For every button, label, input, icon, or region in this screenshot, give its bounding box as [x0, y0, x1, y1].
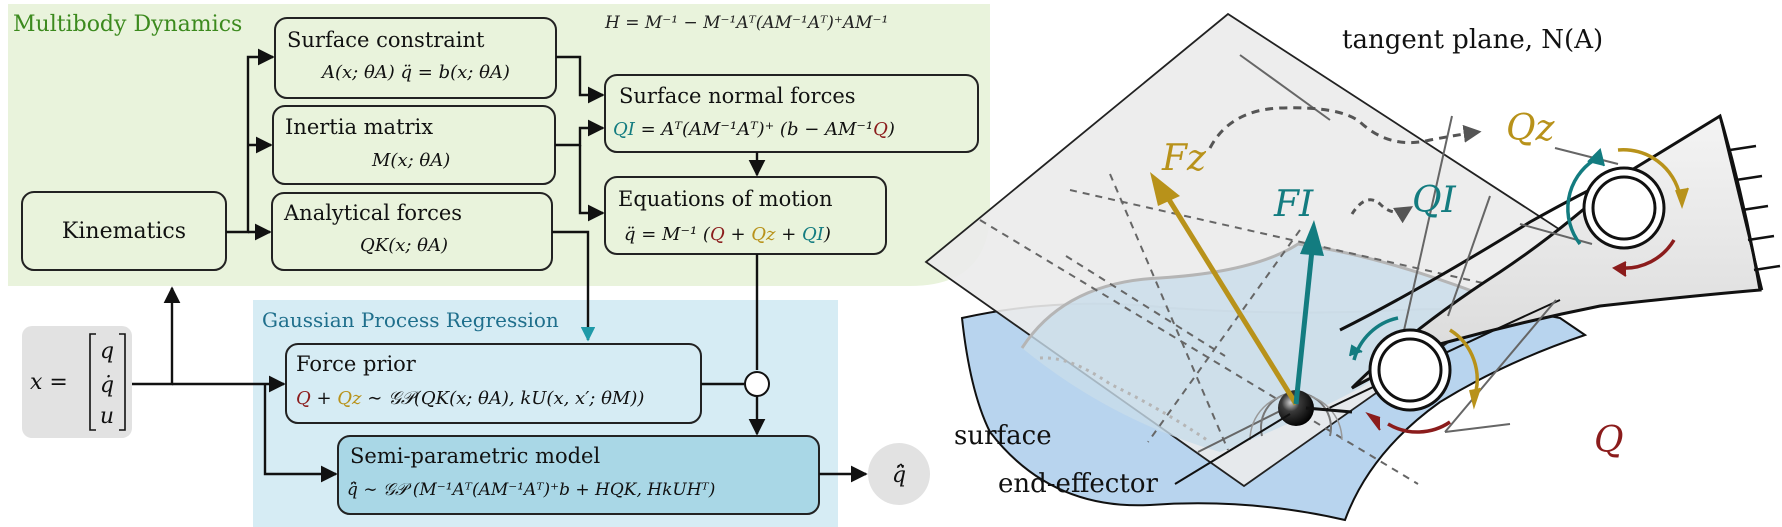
surface-normal-forces-eq: QI = Aᵀ(AM⁻¹Aᵀ)⁺ (b − AM⁻¹Q)	[613, 119, 895, 140]
base-hatch	[1718, 115, 1781, 291]
equations-of-motion-title: Equations of motion	[618, 187, 833, 211]
fi-label: FI	[1273, 184, 1314, 225]
state-entry-q: q	[100, 339, 114, 364]
force-arrows	[1150, 172, 1324, 406]
state-box	[22, 326, 132, 438]
semi-parametric-eq: q̈̂ ∼ 𝒢𝒫 (M⁻¹Aᵀ(AM⁻¹Aᵀ)⁺b + HQK, HkUHᵀ)	[347, 480, 715, 500]
surface-constraint-title: Surface constraint	[287, 28, 485, 52]
state-lhs: x =	[30, 370, 68, 395]
surface-constraint-eq: A(x; θA) q̈ = b(x; θA)	[320, 62, 510, 83]
joint-lower	[1349, 316, 1481, 434]
semi-parametric-title: Semi-parametric model	[350, 444, 600, 468]
surface-contact-region	[1022, 244, 1480, 452]
force-prior-eq: Q + Qz ∼ 𝒢𝒫(QK(x; θA), kU(x, x′; θM))	[296, 388, 644, 409]
end-effector-label: end-effector	[998, 469, 1158, 499]
block-diagram: Multibody Dynamics H = M⁻¹ − M⁻¹Aᵀ(AM⁻¹A…	[8, 4, 990, 527]
inertia-matrix-eq: M(x; θA)	[371, 150, 450, 171]
qz-label: Qz	[1506, 108, 1556, 149]
analytical-forces-title: Analytical forces	[283, 201, 462, 225]
tangent-plane-grid	[979, 173, 1497, 485]
output-label: q̈̂	[892, 463, 906, 488]
tangent-plane-label: tangent plane, N(A)	[1342, 25, 1603, 55]
surface-contact-outline	[1020, 242, 1481, 349]
illustration: tangent plane, N(A) Fz FI Qz QI Q surfac…	[924, 12, 1781, 522]
surface-normal-forces-title: Surface normal forces	[619, 84, 856, 108]
analytical-to-prior-connector	[552, 230, 596, 342]
fz-label: Fz	[1161, 138, 1207, 179]
surface-label: surface	[954, 421, 1052, 451]
end-effector-leader	[1174, 413, 1291, 485]
output-circle	[868, 443, 930, 505]
summing-junction	[744, 371, 770, 397]
joint-upper	[1566, 148, 1689, 277]
qi-label: QI	[1412, 180, 1457, 221]
q-label: Q	[1594, 420, 1624, 461]
surface-normal-forces-box[interactable]	[604, 74, 979, 153]
state-bracket-right	[119, 333, 126, 431]
state-entry-u: u	[100, 404, 114, 429]
fi-to-qi-dashed-arrow	[1350, 198, 1414, 224]
state-entry-qdot: q̇	[100, 373, 114, 398]
kinematics-label: Kinematics	[62, 219, 186, 244]
force-prior-title: Force prior	[296, 352, 417, 376]
fz-to-qz-dashed-arrow	[1208, 106, 1482, 149]
analytical-forces-eq: QK(x; θA)	[360, 235, 448, 256]
hamiltonian-eq: H = M⁻¹ − M⁻¹Aᵀ(AM⁻¹Aᵀ)⁺AM⁻¹	[604, 13, 888, 33]
equations-of-motion-box[interactable]	[604, 176, 887, 255]
leader-lines	[1197, 54, 1619, 453]
gpr-title: Gaussian Process Regression	[262, 308, 559, 332]
equations-of-motion-eq: q̈ = M⁻¹ (Q + Qz + QI)	[624, 224, 831, 245]
end-effector-ball	[1249, 390, 1353, 441]
inertia-matrix-title: Inertia matrix	[285, 115, 433, 139]
state-bracket-left	[89, 333, 96, 431]
connectors	[132, 48, 868, 483]
multibody-title: Multibody Dynamics	[13, 12, 242, 37]
